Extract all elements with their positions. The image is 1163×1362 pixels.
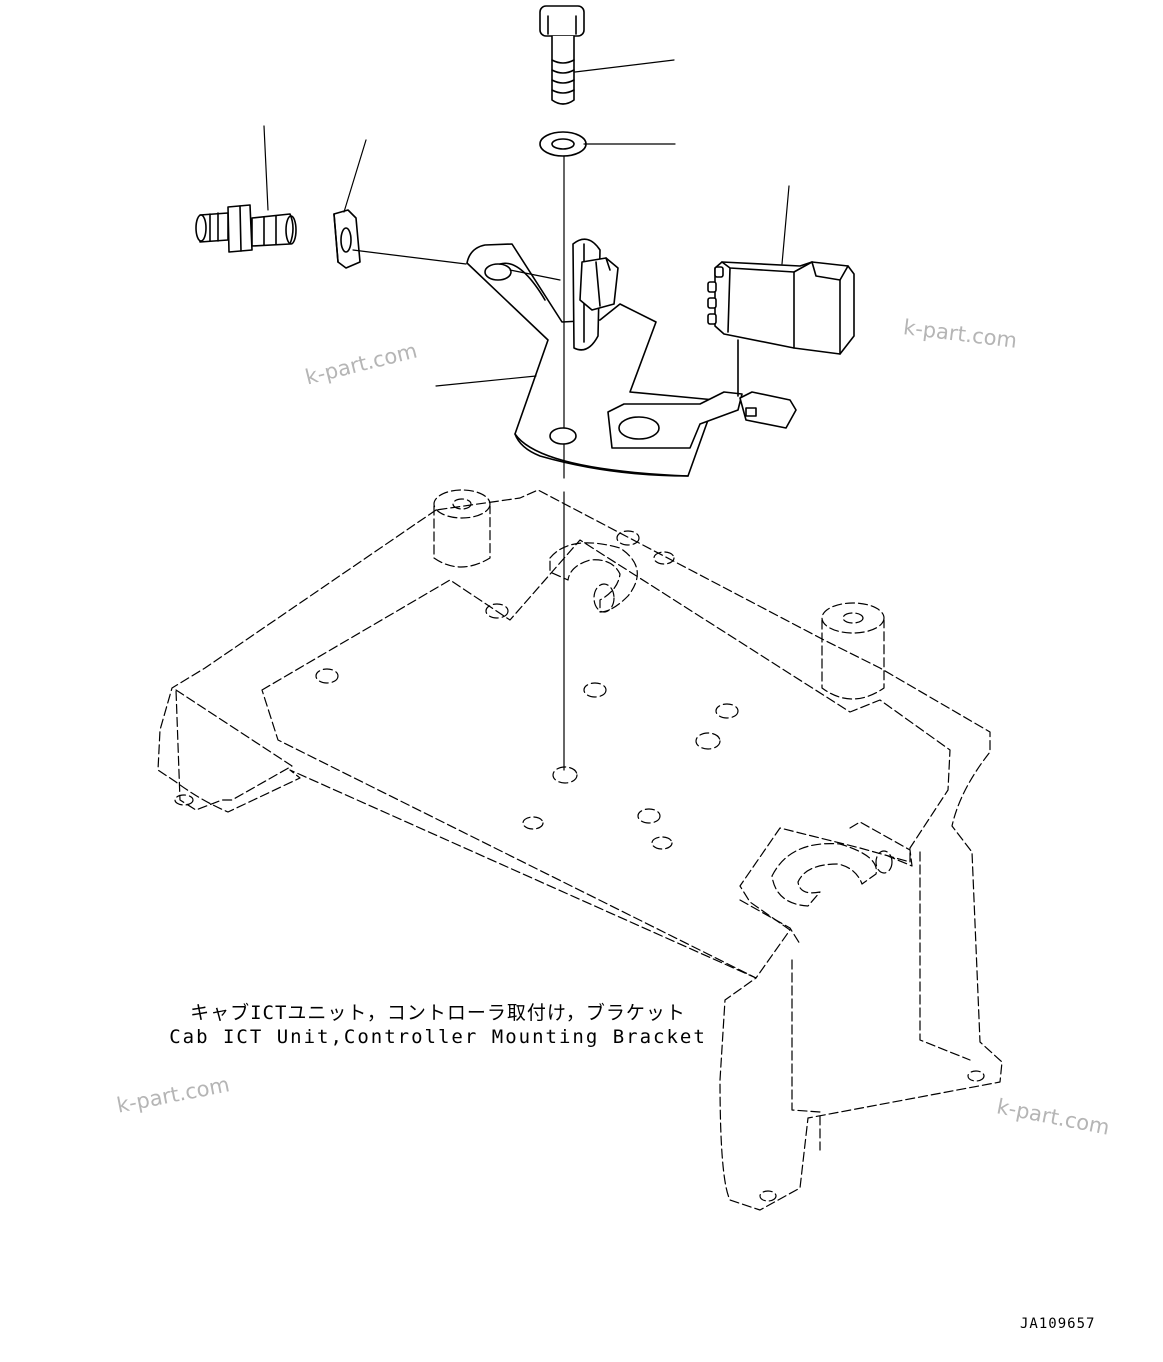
mounting-bracket-part xyxy=(466,238,743,477)
leader-lines xyxy=(263,59,790,771)
drawing-number: JA109657 xyxy=(1020,1316,1096,1332)
connector-part xyxy=(707,261,855,429)
base-frame-phantom xyxy=(157,489,1003,1211)
lock-nut-part xyxy=(333,209,361,269)
caption-japanese: キャブICTユニット，コントローラ取付け，ブラケット xyxy=(190,1002,686,1024)
caption-english: Cab ICT Unit,Controller Mounting Bracket xyxy=(169,1026,707,1048)
hose-fitting-part xyxy=(195,204,297,253)
washer-part xyxy=(539,131,587,157)
bolt-part xyxy=(539,5,585,105)
